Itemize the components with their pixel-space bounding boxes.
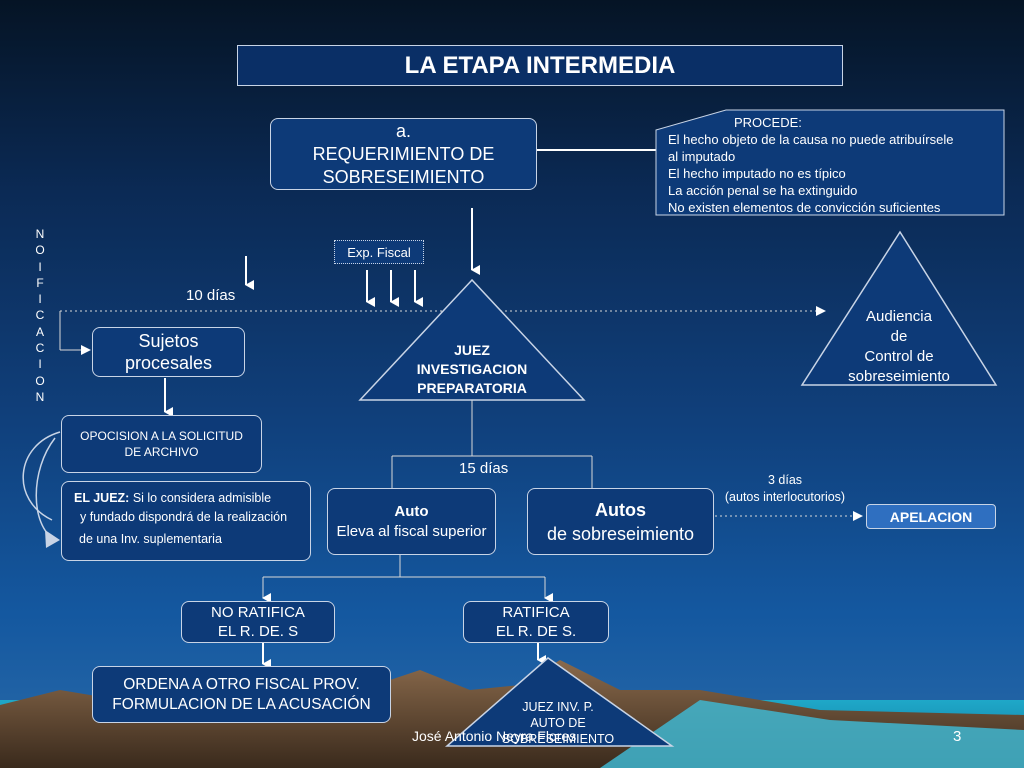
juez-inv-label: JUEZ INV. P. AUTO DE SOBRESEIMIENTO xyxy=(478,699,638,747)
procede-item: al imputado xyxy=(668,149,736,164)
quince-dias-label: 15 días xyxy=(459,460,509,477)
juez-line3: PREPARATORIA xyxy=(417,380,527,396)
ratifica-line1: RATIFICA xyxy=(502,604,570,621)
requerimiento-line2: REQUERIMIENTO DE xyxy=(312,143,495,164)
ordena-line1: ORDENA A OTRO FISCAL PROV. xyxy=(123,675,360,693)
notificacion-letter: I xyxy=(38,357,42,372)
slide-number: 3 xyxy=(953,728,962,745)
audiencia-line3: Control de xyxy=(864,348,934,365)
sujetos-procesales-box: Sujetos procesales xyxy=(92,327,245,377)
notificacion-vertical: N O I F I C A C I O N xyxy=(34,226,46,405)
exp-fiscal-box: Exp. Fiscal xyxy=(334,240,424,264)
auto-line2: Eleva al fiscal superior xyxy=(336,522,487,540)
el-juez-box: EL JUEZ: Si lo considera admisible y fun… xyxy=(61,481,311,561)
ratifica-line2: EL R. DE S. xyxy=(495,623,577,640)
ratifica-box: RATIFICA EL R. DE S. xyxy=(463,601,609,643)
audiencia-line1: Audiencia xyxy=(866,308,932,325)
auto-eleva-box: Auto Eleva al fiscal superior xyxy=(327,488,496,555)
juez-inv-line2: AUTO DE xyxy=(530,716,586,730)
requerimiento-line3: SOBRESEIMIENTO xyxy=(322,166,485,187)
juez-investigacion-label: JUEZ INVESTIGACION PREPARATORIA xyxy=(392,341,552,398)
notificacion-letter: N xyxy=(35,227,45,241)
notificacion-letter: F xyxy=(36,275,44,290)
diez-dias-label: 10 días xyxy=(186,287,236,304)
oposicion-box: OPOCISION A LA SOLICITUD DE ARCHIVO xyxy=(61,415,262,473)
sujetos-line2: procesales xyxy=(124,353,213,373)
autos-sobreseimiento-box: Autos de sobreseimiento xyxy=(527,488,714,555)
el-juez-bold: EL JUEZ: xyxy=(74,491,130,505)
no-ratifica-line2: EL R. DE. S xyxy=(217,623,299,640)
notificacion-letter: O xyxy=(35,373,45,388)
notificacion-letter: C xyxy=(35,341,45,356)
oposicion-line1: OPOCISION A LA SOLICITUD xyxy=(80,429,243,443)
procede-item: El hecho imputado no es típico xyxy=(668,166,846,181)
notificacion-letter: O xyxy=(35,243,45,258)
juez-line2: INVESTIGACION xyxy=(416,361,528,377)
ordena-line2: FORMULACION DE LA ACUSACIÓN xyxy=(112,695,371,713)
audiencia-line4: sobreseimiento xyxy=(848,368,950,385)
requerimiento-box: a. REQUERIMIENTO DE SOBRESEIMIENTO xyxy=(270,118,537,190)
footer-author: José Antonio Neyra Flores xyxy=(412,728,577,744)
notificacion-letter: I xyxy=(38,259,42,274)
procede-item: No existen elementos de convicción sufic… xyxy=(668,200,941,215)
procede-item: La acción penal se ha extinguido xyxy=(668,183,858,198)
auto-line1: Auto xyxy=(394,502,429,520)
procede-item: El hecho objeto de la causa no puede atr… xyxy=(668,132,954,147)
autos-line1: Autos xyxy=(595,499,646,520)
el-juez-rest: Si lo considera admisible xyxy=(129,491,272,505)
ordena-box: ORDENA A OTRO FISCAL PROV. FORMULACION D… xyxy=(92,666,391,723)
el-juez-line3: de una Inv. suplementaria xyxy=(79,532,222,546)
audiencia-line2: de xyxy=(890,328,908,345)
el-juez-line2: y fundado dispondrá de la realización xyxy=(80,510,288,524)
audiencia-label: Audiencia de Control de sobreseimiento xyxy=(818,307,980,387)
apelacion-box: APELACION xyxy=(866,504,996,529)
procede-box: PROCEDE: El hecho objeto de la causa no … xyxy=(668,114,1004,216)
no-ratifica-box: NO RATIFICA EL R. DE. S xyxy=(181,601,335,643)
tres-dias-line2: (autos interlocutorios) xyxy=(724,490,846,504)
oposicion-line2: DE ARCHIVO xyxy=(124,445,199,459)
notificacion-letter: C xyxy=(35,308,45,323)
sujetos-line1: Sujetos xyxy=(138,331,199,351)
tres-dias-label: 3 días (autos interlocutorios) xyxy=(705,472,865,506)
autos-line2: de sobreseimiento xyxy=(546,523,695,544)
procede-header: PROCEDE: xyxy=(734,115,802,130)
juez-inv-line1: JUEZ INV. P. xyxy=(522,700,594,714)
no-ratifica-line1: NO RATIFICA xyxy=(211,604,305,621)
exp-fiscal-label: Exp. Fiscal xyxy=(347,244,411,260)
notificacion-letter: N xyxy=(35,389,45,404)
juez-inv-line3: SOBRESEIMIENTO xyxy=(501,732,615,746)
notificacion-letter: I xyxy=(38,292,42,307)
title-text: LA ETAPA INTERMEDIA xyxy=(404,51,676,79)
tres-dias-line1: 3 días xyxy=(767,473,803,487)
notificacion-letter: A xyxy=(35,324,44,339)
page-title: LA ETAPA INTERMEDIA xyxy=(237,45,843,86)
apelacion-label: APELACION xyxy=(889,508,973,525)
juez-line1: JUEZ xyxy=(454,342,490,358)
requerimiento-line1: a. xyxy=(395,120,411,141)
